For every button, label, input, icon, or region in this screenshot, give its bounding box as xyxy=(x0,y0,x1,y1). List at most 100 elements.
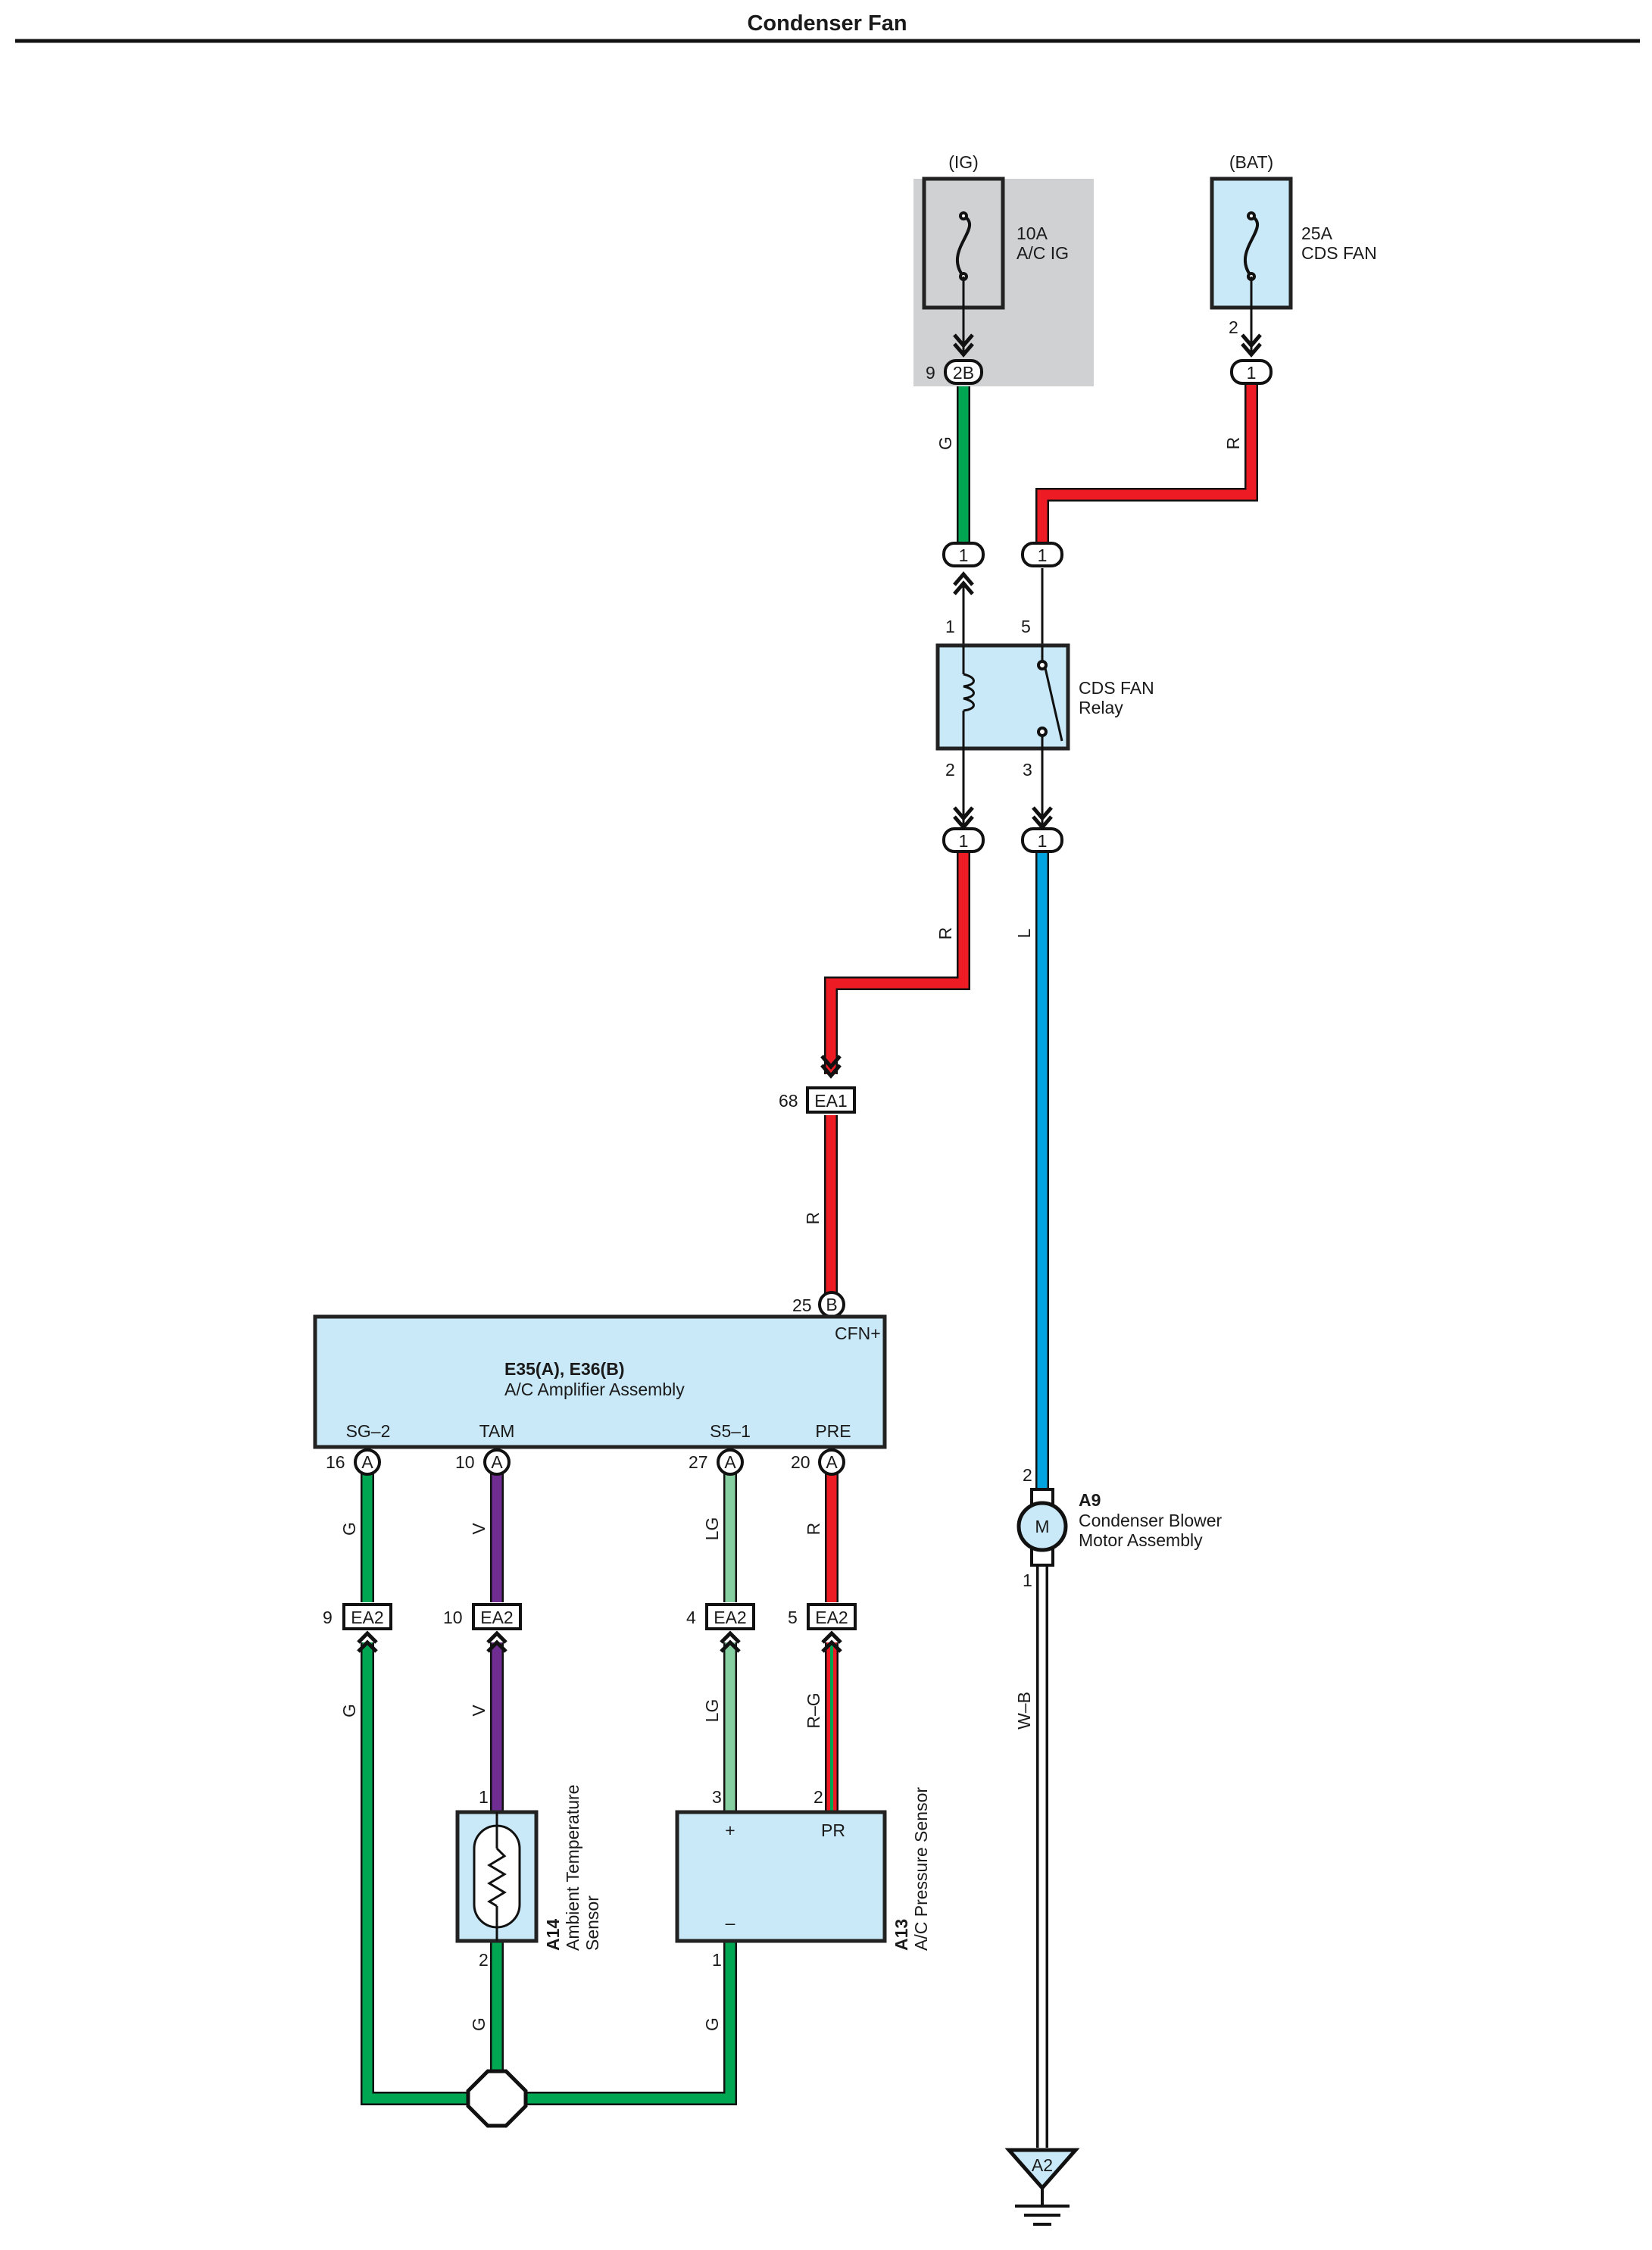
amp-pin-conn-sg2: A xyxy=(361,1452,373,1472)
wire-label-tam-upper: V xyxy=(469,1523,489,1535)
bat-fuse-pin: 2 xyxy=(1229,317,1238,337)
wire-label-ground: W–B xyxy=(1014,1692,1034,1730)
amplifier-top-pin-number: 25 xyxy=(792,1295,812,1315)
amplifier-top-pin-conn: B xyxy=(826,1295,837,1314)
ea1-label: EA1 xyxy=(814,1091,847,1111)
motor-name-line2: Motor Assembly xyxy=(1079,1530,1203,1550)
wire-label-s51-upper: LG xyxy=(702,1517,722,1541)
bat-fuse-icon xyxy=(1244,214,1259,278)
ground-connector-icon xyxy=(1004,2148,1080,2191)
wire-bat-to-relay xyxy=(1035,383,1258,542)
ig-source-label: (IG) xyxy=(948,152,979,172)
ea2-pin-pre: 5 xyxy=(788,1608,798,1627)
amp-pin-num-sg2: 16 xyxy=(326,1452,345,1472)
wire-label-relay-out-right: L xyxy=(1014,928,1034,938)
wire-label-pre-lower: R–G xyxy=(804,1692,823,1728)
ea1-connector xyxy=(806,1086,856,1114)
relay-name-line1: CDS FAN xyxy=(1079,678,1154,698)
relay-connector-bottom-left-label: 1 xyxy=(959,831,969,851)
ea2-pin-s51: 4 xyxy=(686,1608,696,1627)
relay-pin-3: 3 xyxy=(1023,760,1032,780)
ea2-connector-pre: EA2 5 xyxy=(788,1603,857,1653)
ig-connector-2b xyxy=(944,359,983,385)
bat-connector xyxy=(1230,359,1273,385)
ground-junction-icon xyxy=(466,2069,528,2128)
ea2-pin-sg2: 9 xyxy=(323,1608,333,1627)
amp-pin-sg2 xyxy=(354,1448,381,1476)
ambient-sensor-pin-top: 1 xyxy=(479,1787,489,1807)
ea2-label-pre: EA2 xyxy=(815,1608,848,1627)
thermistor-icon xyxy=(487,1847,507,1908)
wire-label-sg2-lower: G xyxy=(339,1704,359,1717)
wire-sg2-lower xyxy=(361,1642,477,2105)
ground-label: A2 xyxy=(1032,2155,1053,2175)
ground-a2: A2 xyxy=(1004,2148,1080,2226)
amplifier-terminal-cfn: CFN+ xyxy=(835,1323,881,1343)
wire-label-tam-lower: V xyxy=(469,1705,489,1717)
bat-source-label: (BAT) xyxy=(1229,152,1273,172)
relay-name-line2: Relay xyxy=(1079,698,1123,717)
relay-contact-bottom xyxy=(1037,727,1048,737)
amp-pin-conn-pre: A xyxy=(826,1452,838,1472)
relay-connector-bottom-left xyxy=(942,827,985,853)
bat-fuse-name: CDS FAN xyxy=(1301,243,1377,263)
relay-pin-2: 2 xyxy=(945,760,955,780)
relay-contact-top xyxy=(1037,660,1048,670)
ig-fuse-icon xyxy=(956,214,971,278)
pressure-sensor-terminal-minus: – xyxy=(726,1913,735,1933)
motor-id: A9 xyxy=(1079,1490,1101,1510)
ambient-sensor-id: A14 xyxy=(543,1919,563,1951)
relay-connector-bottom-right-label: 1 xyxy=(1038,831,1048,851)
amplifier-terminal-s51: S5–1 xyxy=(710,1421,751,1441)
wire-label-s51-lower: LG xyxy=(702,1699,722,1723)
relay-connector-top-left xyxy=(942,542,985,567)
amp-pin-conn-s51: A xyxy=(724,1452,736,1472)
ambient-sensor-pin-bottom: 2 xyxy=(479,1950,489,1970)
ig-fuse-terminal-top xyxy=(959,211,968,220)
amp-pin-pre xyxy=(818,1448,845,1476)
relay-connector-bottom-right xyxy=(1021,827,1063,853)
relay-connector-top-left-label: 1 xyxy=(959,545,969,565)
wire-label-ground-right: G xyxy=(702,2017,722,2031)
wire-label-ea1-to-amp: R xyxy=(803,1212,823,1225)
wire-pressure-ground xyxy=(526,1941,737,2105)
ig-connector-pin: 9 xyxy=(926,363,935,383)
wire-label-relay-out-left: R xyxy=(935,927,955,940)
amplifier-terminal-sg2: SG–2 xyxy=(346,1421,391,1441)
pressure-sensor-pin-plus: 3 xyxy=(712,1787,722,1807)
amp-pin-num-pre: 20 xyxy=(791,1452,810,1472)
ea2-connector-tam: EA2 10 xyxy=(443,1603,522,1653)
relay-switch-icon xyxy=(1044,667,1063,742)
pressure-sensor-id: A13 xyxy=(892,1919,911,1951)
wire-label-sg2-upper: G xyxy=(339,1522,359,1536)
ac-amplifier-assembly xyxy=(313,1314,887,1449)
motor-name-line1: Condenser Blower xyxy=(1079,1511,1223,1530)
wire-label-ig-out: G xyxy=(935,436,955,450)
bat-fuse-terminal-top xyxy=(1247,211,1256,220)
ea1-pin: 68 xyxy=(779,1091,798,1111)
amp-pin-conn-tam: A xyxy=(491,1452,503,1472)
bat-connector-label: 1 xyxy=(1247,363,1257,383)
ig-fuse-rating: 10A xyxy=(1016,223,1048,243)
amplifier-id: E35(A), E36(B) xyxy=(504,1359,624,1379)
wire-relay-to-ea1 xyxy=(824,845,970,1074)
pressure-sensor-pin-pr: 2 xyxy=(814,1787,823,1807)
amplifier-terminal-pre: PRE xyxy=(815,1421,851,1441)
ea2-label-sg2: EA2 xyxy=(351,1608,383,1627)
ambient-sensor-name-line2: Sensor xyxy=(582,1895,602,1951)
amp-pin-tam xyxy=(483,1448,511,1476)
wire-label-ground-left: G xyxy=(469,2017,489,2031)
motor-icon xyxy=(1016,1501,1068,1552)
bat-fuse-rating: 25A xyxy=(1301,223,1333,243)
motor-symbol: M xyxy=(1035,1517,1049,1536)
pressure-sensor-terminal-pr: PR xyxy=(821,1820,845,1840)
pressure-sensor-name: A/C Pressure Sensor xyxy=(911,1787,931,1951)
ig-fuse-name: A/C IG xyxy=(1016,243,1069,263)
cds-fan-relay xyxy=(935,643,1070,751)
ig-connector-label: 2B xyxy=(953,363,974,383)
pressure-sensor-terminal-plus: + xyxy=(725,1820,735,1840)
amplifier-name: A/C Amplifier Assembly xyxy=(504,1380,685,1399)
ea2-connector-s51: EA2 4 xyxy=(686,1603,755,1653)
wire-label-bat-out: R xyxy=(1223,437,1243,450)
ea2-label-tam: EA2 xyxy=(480,1608,513,1627)
